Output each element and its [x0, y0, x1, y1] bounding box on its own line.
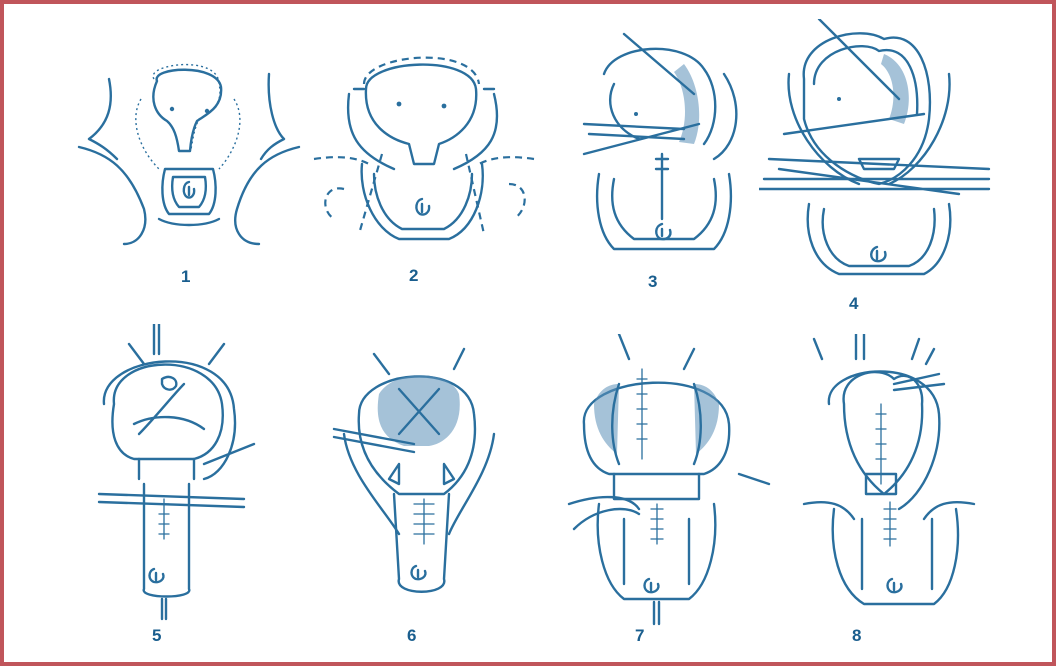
step-3-illustration — [544, 24, 784, 294]
step-8-panel: 8 — [784, 334, 1024, 634]
step-2-illustration — [304, 44, 544, 314]
step-2-panel: 2 — [304, 44, 544, 344]
step-5-panel: 5 — [44, 324, 284, 624]
step-1-number: 1 — [181, 267, 190, 287]
step-5-illustration — [44, 324, 284, 624]
step-3-panel: 3 — [544, 24, 784, 324]
step-4-number: 4 — [849, 294, 858, 314]
step-4-illustration — [759, 19, 999, 289]
step-7-panel: 7 — [539, 334, 779, 634]
step-7-illustration — [539, 334, 779, 634]
step-1-illustration — [69, 59, 309, 329]
step-5-number: 5 — [152, 626, 161, 646]
step-8-number: 8 — [852, 626, 861, 646]
step-3-number: 3 — [648, 272, 657, 292]
step-6-number: 6 — [407, 626, 416, 646]
step-2-number: 2 — [409, 266, 418, 286]
step-7-number: 7 — [635, 626, 644, 646]
step-8-illustration — [784, 334, 1024, 634]
step-6-illustration — [304, 334, 544, 634]
step-4-panel: 4 — [759, 19, 999, 319]
step-1-panel: 1 — [69, 59, 309, 359]
step-6-panel: 6 — [304, 334, 544, 634]
